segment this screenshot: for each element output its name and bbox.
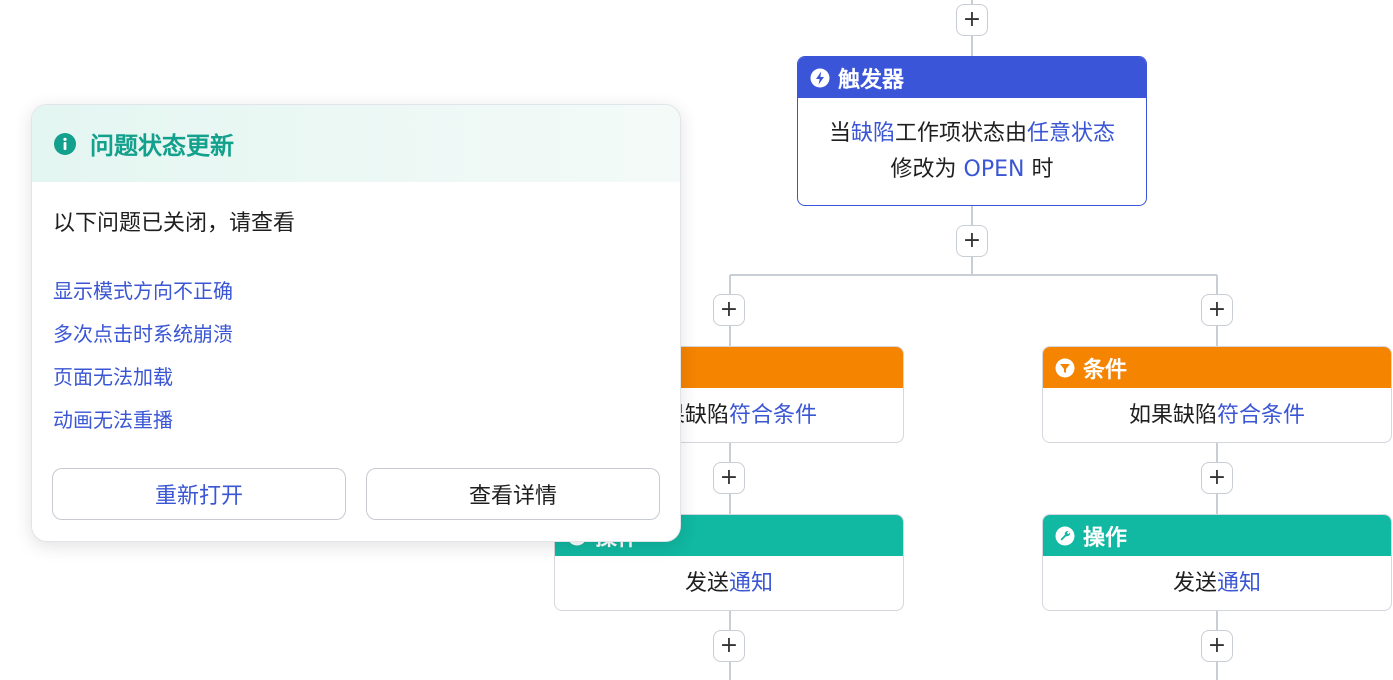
right-action-node[interactable]: 操作 发送通知 [1042, 514, 1392, 611]
issue-link[interactable]: 页面无法加载 [53, 365, 173, 389]
add-step-button-right-after-action[interactable]: + [1201, 630, 1233, 662]
right-action-text: 发送 [1172, 570, 1217, 596]
popup-header: 问题状态更新 [32, 105, 680, 182]
right-action-title: 操作 [1083, 525, 1128, 551]
right-condition-text: 如果缺陷 [1128, 402, 1217, 428]
left-action-text: 发送 [684, 570, 729, 596]
wrench-icon [1055, 526, 1075, 546]
info-icon [54, 132, 76, 155]
trigger-description: 当缺陷工作项状态由任意状态修改为 OPEN 时 [798, 98, 1146, 205]
add-step-button-after-trigger[interactable]: + [956, 225, 988, 257]
trigger-text-3: 修改为 [890, 157, 957, 182]
add-step-button-left-branch[interactable]: + [713, 294, 745, 326]
right-action-description: 发送通知 [1043, 556, 1391, 610]
right-action-link-notification[interactable]: 通知 [1217, 570, 1262, 596]
issue-list: 显示模式方向不正确 多次点击时系统崩溃 页面无法加载 动画无法重播 [53, 275, 233, 447]
trigger-text-1: 当 [828, 121, 851, 146]
popup-message: 以下问题已关闭，请查看 [53, 211, 296, 236]
left-condition-link-criteria[interactable]: 符合条件 [729, 402, 818, 428]
trigger-text-4: 时 [1031, 157, 1054, 182]
issue-link[interactable]: 动画无法重播 [53, 408, 173, 432]
issue-status-popup: 问题状态更新 以下问题已关闭，请查看 显示模式方向不正确 多次点击时系统崩溃 页… [31, 104, 681, 542]
issue-link[interactable]: 多次点击时系统崩溃 [53, 322, 233, 346]
right-action-header: 操作 [1043, 515, 1391, 556]
left-action-link-notification[interactable]: 通知 [729, 570, 774, 596]
trigger-link-from-status[interactable]: 任意状态 [1027, 121, 1116, 146]
trigger-title: 触发器 [838, 67, 905, 93]
trigger-text-2: 工作项状态由 [895, 121, 1028, 146]
trigger-link-to-status[interactable]: OPEN [963, 157, 1025, 182]
add-step-button-right-branch[interactable]: + [1201, 294, 1233, 326]
add-step-button-left-after-condition[interactable]: + [713, 462, 745, 494]
add-step-button-left-after-action[interactable]: + [713, 630, 745, 662]
right-condition-node[interactable]: 条件 如果缺陷符合条件 [1042, 346, 1392, 443]
trigger-link-issue-type[interactable]: 缺陷 [850, 121, 895, 146]
trigger-node[interactable]: 触发器 当缺陷工作项状态由任意状态修改为 OPEN 时 [797, 56, 1147, 206]
issue-link[interactable]: 显示模式方向不正确 [53, 279, 233, 303]
left-action-description: 发送通知 [555, 556, 903, 610]
add-step-button-top[interactable]: + [956, 4, 988, 36]
reopen-button[interactable]: 重新打开 [52, 468, 346, 520]
left-condition-link-issue-type: 缺陷 [684, 402, 729, 428]
lightning-icon [810, 68, 830, 88]
popup-title: 问题状态更新 [90, 132, 234, 160]
right-condition-link-criteria[interactable]: 符合条件 [1217, 402, 1306, 428]
right-condition-header: 条件 [1043, 347, 1391, 388]
right-condition-title: 条件 [1083, 357, 1128, 383]
right-condition-description: 如果缺陷符合条件 [1043, 388, 1391, 442]
filter-icon [1055, 358, 1075, 378]
add-step-button-right-after-condition[interactable]: + [1201, 462, 1233, 494]
view-details-button[interactable]: 查看详情 [366, 468, 660, 520]
trigger-header: 触发器 [798, 57, 1146, 98]
